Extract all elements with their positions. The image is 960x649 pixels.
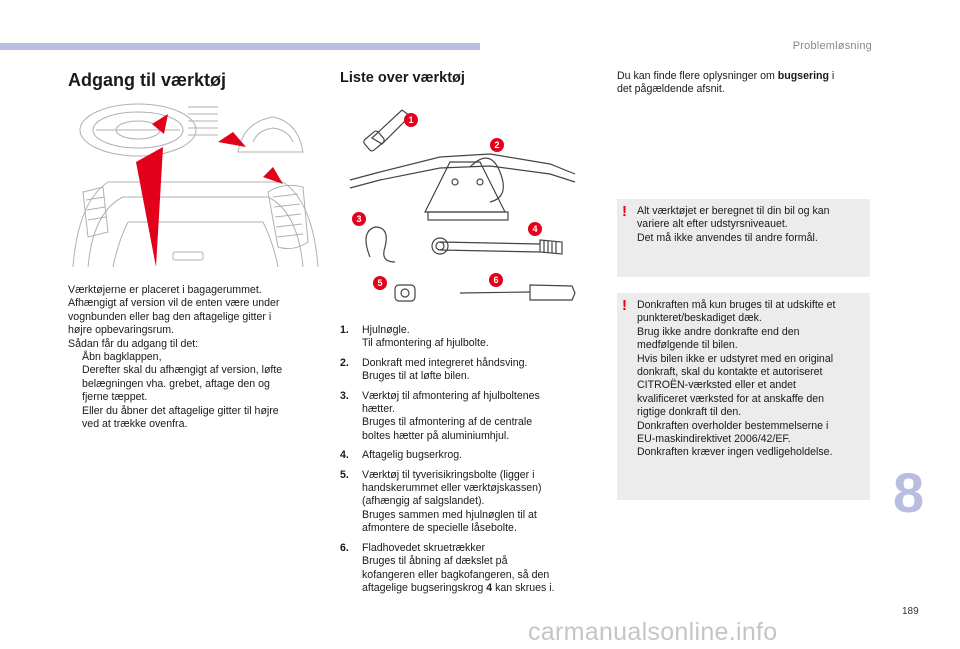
- item-line: Til afmontering af hjulbolte.: [362, 337, 489, 350]
- warning-line: donkraft, skal du kontakte et autorisere…: [637, 366, 823, 379]
- warning-line: Donkraften kræver ingen vedligeholdelse.: [637, 446, 833, 459]
- warning-line: rigtige donkraft til den.: [637, 406, 742, 419]
- warning-line: Det må ikke anvendes til andre formål.: [637, 231, 818, 244]
- warning-line: Brug ikke andre donkrafte end den: [637, 325, 800, 338]
- callout-5: [373, 276, 387, 290]
- list-item: 5. Værktøj til tyverisikringsbolte (ligg…: [340, 469, 588, 536]
- warning-line: Donkraften må kun bruges til at udskifte…: [637, 299, 836, 311]
- item-number: 4.: [340, 449, 349, 462]
- item-line: Bruges til afmontering af de centrale: [362, 416, 533, 429]
- item-line-text: aftagelige bugseringskrog: [362, 581, 487, 594]
- access-line: Værktøjerne er placeret i bagagerummet.: [68, 284, 262, 296]
- warning-line: CITROËN-værksted eller et andet: [637, 379, 796, 392]
- access-heading: Adgang til værktøj: [68, 70, 227, 90]
- item-line: (afhængig af salgslandet).: [362, 495, 485, 508]
- warning-line: Alt værktøjet er beregnet til din bil og…: [637, 205, 830, 217]
- list-item: 4. Aftagelig bugserkrog.: [340, 449, 588, 462]
- access-step-line: Åbn bagklappen,: [82, 351, 162, 364]
- warning-box: ! Donkraften må kun bruges til at udskif…: [617, 293, 870, 500]
- chapter-number: 8: [893, 461, 925, 524]
- item-number: 2.: [340, 356, 349, 369]
- warning-box: ! Alt værktøjet er beregnet til din bil …: [617, 199, 870, 277]
- callout-4: [528, 222, 542, 236]
- item-line: boltes hætter på aluminiumhjul.: [362, 429, 510, 442]
- item-line-text: kan skrues i.: [492, 581, 555, 594]
- item-number: 1.: [340, 324, 349, 336]
- item-line: kofangeren eller bagkofangeren, så den: [362, 568, 550, 581]
- item-line: Aftagelig bugserkrog.: [362, 449, 463, 462]
- tool-list-heading: Liste over værktøj: [340, 70, 465, 86]
- access-step: Åbn bagklappen,: [68, 351, 318, 364]
- info-text: Du kan finde flere oplysninger om: [617, 70, 778, 82]
- access-step: Eller du åbner det aftagelige gitter til…: [68, 405, 318, 432]
- item-line: afmontere de specielle låsebolte.: [362, 522, 517, 535]
- warning-line: EU-maskindirektivet 2006/42/EF.: [637, 433, 791, 446]
- callout-2: [490, 138, 504, 152]
- list-item: 1. Hjulnøgle. Til afmontering af hjulbol…: [340, 324, 588, 351]
- warning-line: medfølgende til bilen.: [637, 339, 738, 352]
- item-line: Bruges sammen med hjulnøglen til at: [362, 508, 537, 521]
- item-line-last: aftagelige bugseringskrog 4 kan skrues i…: [362, 582, 555, 595]
- item-number: 5.: [340, 468, 349, 481]
- callout-6: [489, 273, 503, 287]
- list-item: 3. Værktøj til afmontering af hjulbolten…: [340, 390, 588, 444]
- item-line: Donkraft med integreret håndsving.: [362, 356, 528, 369]
- info-text: det pågældende afsnit.: [617, 83, 725, 96]
- callout-1: [404, 113, 418, 127]
- section-title: Problemløsning: [792, 40, 872, 52]
- access-step-line: ved at trække ovenfra.: [82, 418, 188, 431]
- item-line: Hjulnøgle.: [362, 324, 410, 336]
- warning-line: variere alt efter udstyrsniveauet.: [637, 218, 788, 231]
- warning-icon: !: [622, 297, 627, 314]
- callout-2-label: 2: [494, 140, 499, 150]
- bullet-marker: [68, 364, 82, 404]
- warning-line: Donkraften overholder bestemmelserne i: [637, 419, 829, 432]
- access-line: vognbunden eller bag den aftagelige gitt…: [68, 310, 272, 323]
- warning-icon: !: [622, 203, 627, 220]
- access-step-line: Eller du åbner det aftagelige gitter til…: [82, 404, 279, 417]
- item-number: 6.: [340, 541, 349, 554]
- callout-6-label: 6: [493, 275, 498, 285]
- access-step-line: Derefter skal du afhængigt af version, l…: [82, 364, 283, 377]
- bullet-marker: [68, 351, 82, 364]
- item-number: 3.: [340, 389, 349, 402]
- item-line: Værktøj til tyverisikringsbolte (ligger …: [362, 468, 535, 481]
- callout-3-label: 3: [356, 214, 361, 224]
- bullet-marker: [68, 405, 82, 432]
- tool-list: 1. Hjulnøgle. Til afmontering af hjulbol…: [340, 324, 588, 601]
- warning-line: Hvis bilen ikke er udstyret med en origi…: [637, 352, 834, 365]
- watermark: carmanualsonline.info: [528, 618, 778, 646]
- list-item: 6. Fladhovedet skruetrækker Bruges til å…: [340, 542, 588, 596]
- item-line: Værktøj til afmontering af hjulboltenes: [362, 389, 540, 402]
- callout-3: [352, 212, 366, 226]
- item-line: Bruges til åbning af dækslet på: [362, 555, 508, 568]
- item-line: handskerummet eller værktøjskassen): [362, 482, 542, 495]
- warning-line: punkteret/beskadiget dæk.: [637, 312, 762, 325]
- access-description: Værktøjerne er placeret i bagagerummet. …: [68, 284, 318, 431]
- item-line: hætter.: [362, 403, 395, 416]
- item-line: Fladhovedet skruetrækker: [362, 541, 486, 554]
- towing-reference: Du kan finde flere oplysninger om bugser…: [617, 70, 872, 97]
- page-number: 189: [902, 606, 919, 617]
- access-line: højre opbevaringsrum.: [68, 324, 174, 337]
- trunk-illustration: [72, 103, 319, 268]
- list-item: 2. Donkraft med integreret håndsving. Br…: [340, 357, 588, 384]
- callout-5-label: 5: [377, 278, 382, 288]
- callout-4-label: 4: [532, 224, 537, 234]
- access-step-line: belægningen vha. grebet, aftage den og: [82, 377, 270, 390]
- header-accent-bar: [0, 43, 480, 50]
- info-text: i: [828, 70, 835, 82]
- tools-illustration: 1 2 3 4 5 6: [349, 109, 576, 302]
- access-line: Sådan får du adgang til det:: [68, 337, 199, 350]
- callout-1-label: 1: [408, 115, 413, 125]
- access-line: Afhængigt af version vil de enten være u…: [68, 297, 280, 310]
- access-step: Derefter skal du afhængigt af version, l…: [68, 364, 318, 404]
- info-keyword: bugsering: [777, 70, 829, 82]
- warning-line: kvalificeret værksted for at anskaffe de…: [637, 392, 825, 405]
- item-line: Bruges til at løfte bilen.: [362, 370, 470, 383]
- item-ref-number: 4: [486, 581, 493, 594]
- access-step-line: fjerne tæppet.: [82, 391, 148, 404]
